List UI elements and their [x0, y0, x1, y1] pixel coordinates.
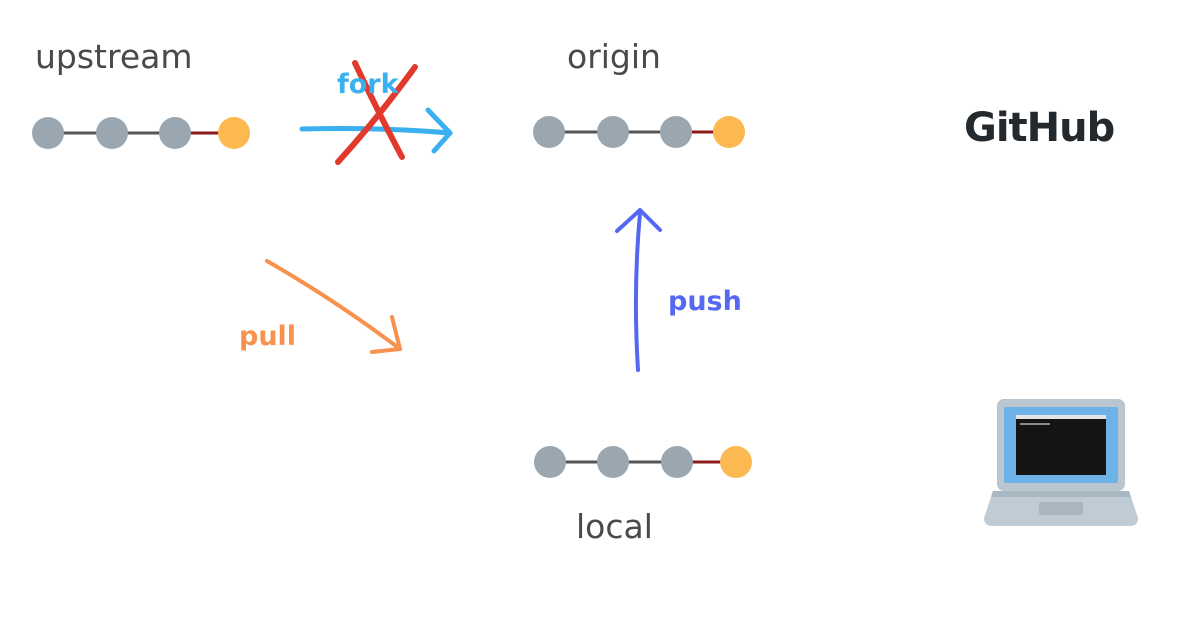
new-commit-node [720, 446, 752, 478]
laptop-terminal-icon [984, 399, 1138, 526]
fork-cross-mark [335, 60, 418, 165]
commit-node [661, 446, 693, 478]
local-commit-chain [534, 446, 752, 478]
new-commit-node [218, 117, 250, 149]
push-label: push [668, 286, 742, 317]
commit-node [534, 446, 566, 478]
new-commit-node [713, 116, 745, 148]
fork-arrow [299, 107, 453, 154]
fork-label: fork [337, 69, 399, 100]
commit-node [597, 116, 629, 148]
github-logo: GitHub [964, 105, 1115, 151]
commit-node [597, 446, 629, 478]
commit-node [32, 117, 64, 149]
pull-arrow [265, 259, 402, 354]
upstream-commit-chain [32, 117, 250, 149]
commit-node [533, 116, 565, 148]
origin-commit-chain [533, 116, 745, 148]
origin-label: origin [567, 37, 661, 76]
upstream-label: upstream [35, 37, 193, 76]
local-label: local [576, 507, 653, 546]
commit-node [159, 117, 191, 149]
commit-node [96, 117, 128, 149]
pull-label: pull [239, 321, 297, 352]
push-arrow [615, 208, 662, 372]
commit-node [660, 116, 692, 148]
